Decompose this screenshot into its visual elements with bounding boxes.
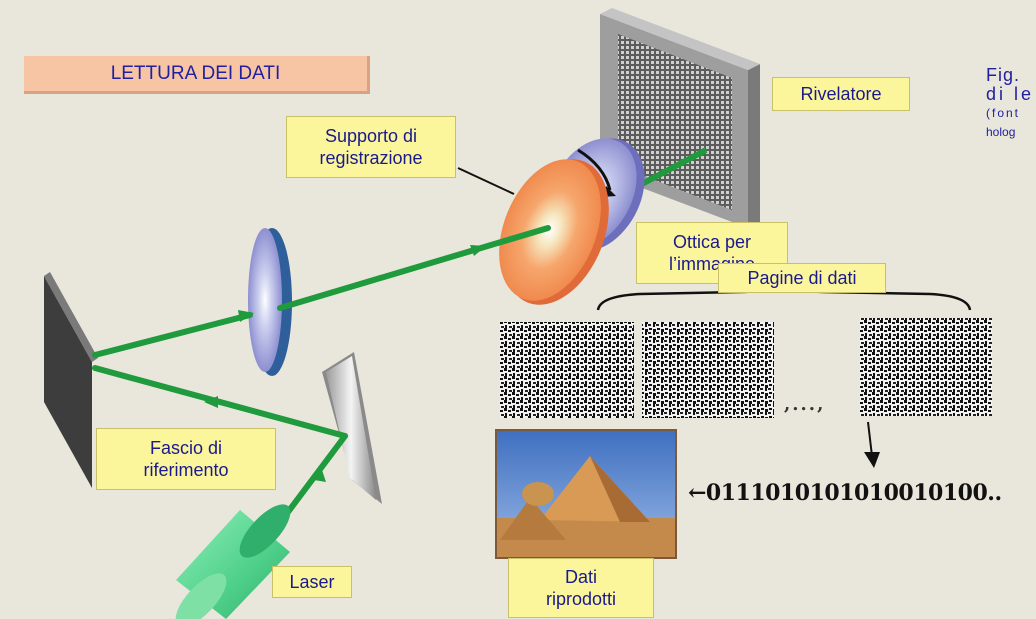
data-page-3 xyxy=(860,318,992,416)
label-laser: Laser xyxy=(272,566,352,598)
pages-ellipsis: ,..., xyxy=(784,394,826,415)
label-rivelatore: Rivelatore xyxy=(772,77,910,111)
label-fascio-line2: riferimento xyxy=(143,460,229,480)
caption-line-4: holog xyxy=(986,125,1016,139)
beam-arrows xyxy=(204,245,486,482)
label-pagine: Pagine di dati xyxy=(718,263,886,293)
left-mirror xyxy=(44,272,98,488)
label-dati: Dati riprodotti xyxy=(508,558,654,618)
label-supporto: Supporto di registrazione xyxy=(286,116,456,178)
diagram-title: LETTURA DEI DATI xyxy=(24,56,370,94)
data-page-2 xyxy=(642,322,774,418)
caption-line-3: (font xyxy=(986,106,1021,120)
label-fascio-line1: Fascio di xyxy=(149,438,223,458)
down-arrow-head xyxy=(864,452,880,468)
data-page-1 xyxy=(500,322,634,418)
reproduced-image xyxy=(495,429,677,559)
figure-caption: Fig. di le (font holog xyxy=(986,66,1036,142)
laser-device xyxy=(175,504,291,619)
label-dati-line2: riprodotti xyxy=(545,589,617,609)
label-fascio: Fascio di riferimento xyxy=(96,428,276,490)
label-supporto-line2: registrazione xyxy=(319,148,423,168)
caption-line-2: di le xyxy=(986,84,1035,104)
beam-to-detector xyxy=(638,147,708,188)
caption-line-1: Fig. xyxy=(986,66,1021,85)
label-rivelatore-text: Rivelatore xyxy=(800,84,882,104)
label-ottica-line1: Ottica per xyxy=(672,232,752,252)
collimating-lens xyxy=(248,228,292,376)
label-laser-text: Laser xyxy=(289,572,335,592)
binary-data-string: ←0111010101010010100.. xyxy=(688,480,1002,506)
label-supporto-line1: Supporto di xyxy=(324,126,418,146)
label-dati-line1: Dati xyxy=(564,567,597,587)
label-pagine-text: Pagine di dati xyxy=(747,268,857,288)
supporto-leader xyxy=(457,167,515,195)
laser-beams xyxy=(92,225,551,563)
beam-mirror xyxy=(322,352,382,504)
down-arrow xyxy=(867,421,873,457)
